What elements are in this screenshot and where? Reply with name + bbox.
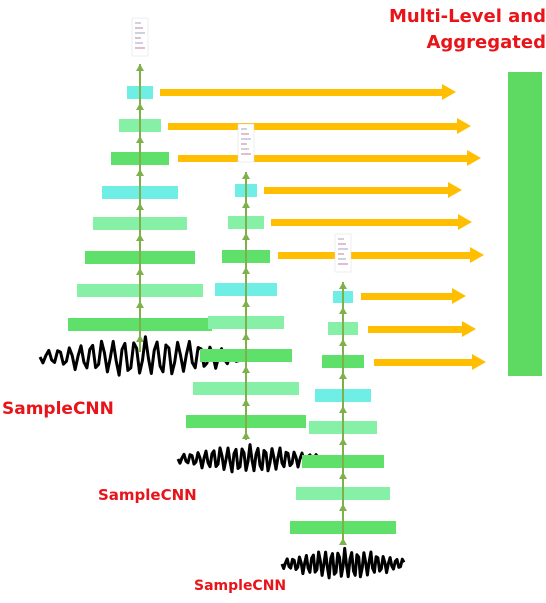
connector-arrowhead [242, 366, 250, 373]
output-arrow-head [442, 84, 456, 100]
output-glyph [334, 233, 352, 273]
connector-arrowhead [339, 504, 347, 511]
connector-arrowhead [339, 538, 347, 545]
output-glyph [131, 17, 149, 57]
output-arrow-head [457, 118, 471, 134]
connector-arrowhead [339, 438, 347, 445]
connector-arrowhead [242, 267, 250, 274]
output-arrow-shaft [361, 293, 454, 300]
connector-arrowhead [242, 201, 250, 208]
output-arrow-head [458, 214, 472, 230]
output-arrow-head [452, 288, 466, 304]
connector-arrowhead [136, 64, 144, 71]
connector-arrowhead [136, 301, 144, 308]
output-arrow-head [462, 321, 476, 337]
connector-arrowhead [136, 203, 144, 210]
output-arrow-shaft [368, 326, 464, 333]
network-label-2: SampleCNN [98, 486, 197, 504]
connector-arrowhead [136, 234, 144, 241]
connector-arrowhead [136, 103, 144, 110]
connector-arrowhead [339, 406, 347, 413]
connector-arrowhead [136, 335, 144, 342]
connector-arrowhead [136, 136, 144, 143]
output-arrow-shaft [264, 187, 450, 194]
output-arrow-shaft [168, 123, 459, 130]
connector-arrowhead [339, 372, 347, 379]
audio-waveform [176, 443, 320, 474]
aggregated-feature-bar [508, 72, 542, 376]
output-arrow-head [467, 150, 481, 166]
connector-arrowhead [339, 472, 347, 479]
output-arrow-shaft [374, 359, 474, 366]
connector-arrowhead [242, 233, 250, 240]
network-label-1: SampleCNN [2, 399, 114, 419]
connector-arrowhead [242, 300, 250, 307]
output-arrow-shaft [178, 155, 469, 162]
output-arrow-shaft [160, 89, 444, 96]
audio-waveform [280, 546, 406, 580]
output-arrow-head [472, 354, 486, 370]
network-label-3: SampleCNN [194, 578, 287, 594]
connector-arrowhead [136, 268, 144, 275]
connector-arrowhead [339, 339, 347, 346]
output-arrow-shaft [278, 252, 472, 259]
connector-arrowhead [242, 399, 250, 406]
connector-arrowhead [339, 282, 347, 289]
connector-arrowhead [242, 432, 250, 439]
title-line-2: Aggregated [426, 32, 546, 53]
connector-arrowhead [242, 172, 250, 179]
connector-arrowhead [136, 169, 144, 176]
output-arrow-head [470, 247, 484, 263]
title-line-1: Multi-Level and [388, 6, 546, 27]
output-arrow-head [448, 182, 462, 198]
connector-arrowhead [242, 333, 250, 340]
output-glyph [237, 123, 255, 163]
output-arrow-shaft [271, 219, 460, 226]
connector-arrowhead [339, 307, 347, 314]
